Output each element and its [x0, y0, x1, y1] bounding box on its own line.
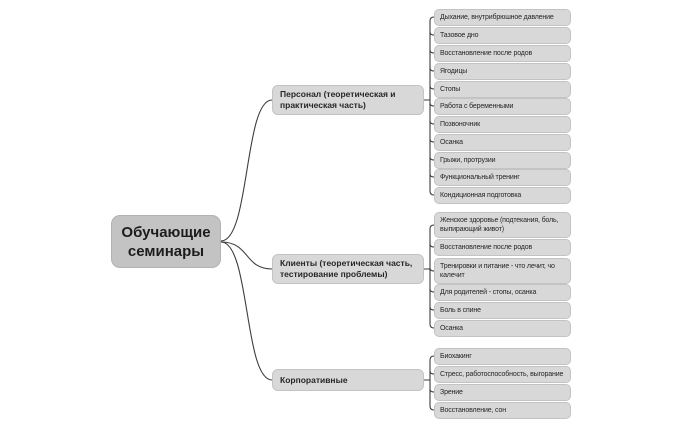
leaf-node[interactable]: Функциональный тренинг — [434, 169, 571, 186]
leaf-node[interactable]: Кондиционная подготовка — [434, 187, 571, 204]
leaf-node[interactable]: Восстановление после родов — [434, 45, 571, 62]
leaf-node[interactable]: Работа с беременными — [434, 98, 571, 115]
connector-root-branch-3 — [220, 241, 273, 381]
connector-leaf — [429, 243, 435, 248]
leaf-node[interactable]: Осанка — [434, 320, 571, 337]
connector-leaf — [429, 288, 435, 293]
connector-root-branch-1 — [220, 99, 273, 242]
root-node[interactable]: Обучающие семинары — [111, 215, 221, 268]
connector-group-1-spine — [429, 16, 435, 196]
leaf-node[interactable]: Восстановление, сон — [434, 402, 571, 419]
leaf-node[interactable]: Осанка — [434, 134, 571, 151]
connector-leaf — [429, 102, 435, 107]
branch-node-clients[interactable]: Клиенты (теоретическая часть, тестирован… — [272, 254, 424, 284]
connector-leaf — [429, 49, 435, 54]
connector-leaf — [429, 85, 435, 90]
leaf-node[interactable]: Тазовое дно — [434, 27, 571, 44]
connector-leaf — [429, 370, 435, 375]
connector-group-2-spine — [429, 224, 435, 329]
branch-node-corporate[interactable]: Корпоративные — [272, 369, 424, 391]
leaf-node[interactable]: Грыжи, протрузии — [434, 152, 571, 169]
leaf-node[interactable]: Ягодицы — [434, 63, 571, 80]
connector-leaf — [429, 67, 435, 72]
leaf-node[interactable]: Дыхание, внутрибрюшное давление — [434, 9, 571, 26]
connector-leaf — [429, 306, 435, 311]
leaf-node[interactable]: Тренировки и питание - что лечит, чо кал… — [434, 258, 571, 284]
leaf-node[interactable]: Позвоночник — [434, 116, 571, 133]
branch-node-personal[interactable]: Персонал (теоретическая и практическая ч… — [272, 85, 424, 115]
leaf-node[interactable]: Биохакинг — [434, 348, 571, 365]
leaf-node[interactable]: Зрение — [434, 384, 571, 401]
leaf-node[interactable]: Для родителей - стопы, осанка — [434, 284, 571, 301]
leaf-node[interactable]: Боль в спине — [434, 302, 571, 319]
connector-leaf — [429, 120, 435, 125]
connector-leaf — [429, 156, 435, 161]
leaf-node[interactable]: Стресс, работоспособность, выгорание — [434, 366, 571, 383]
connector-leaf — [429, 138, 435, 143]
connector-group-3-spine — [429, 355, 435, 411]
connector-leaf — [429, 388, 435, 393]
connector-leaf — [429, 173, 435, 178]
leaf-node[interactable]: Женское здоровье (подтекания, боль, выпи… — [434, 212, 571, 238]
connector-leaf — [429, 31, 435, 36]
leaf-node[interactable]: Стопы — [434, 81, 571, 98]
leaf-node[interactable]: Восстановление после родов — [434, 239, 571, 256]
connector-root-branch-2 — [220, 241, 273, 270]
connector-leaf — [429, 267, 435, 272]
